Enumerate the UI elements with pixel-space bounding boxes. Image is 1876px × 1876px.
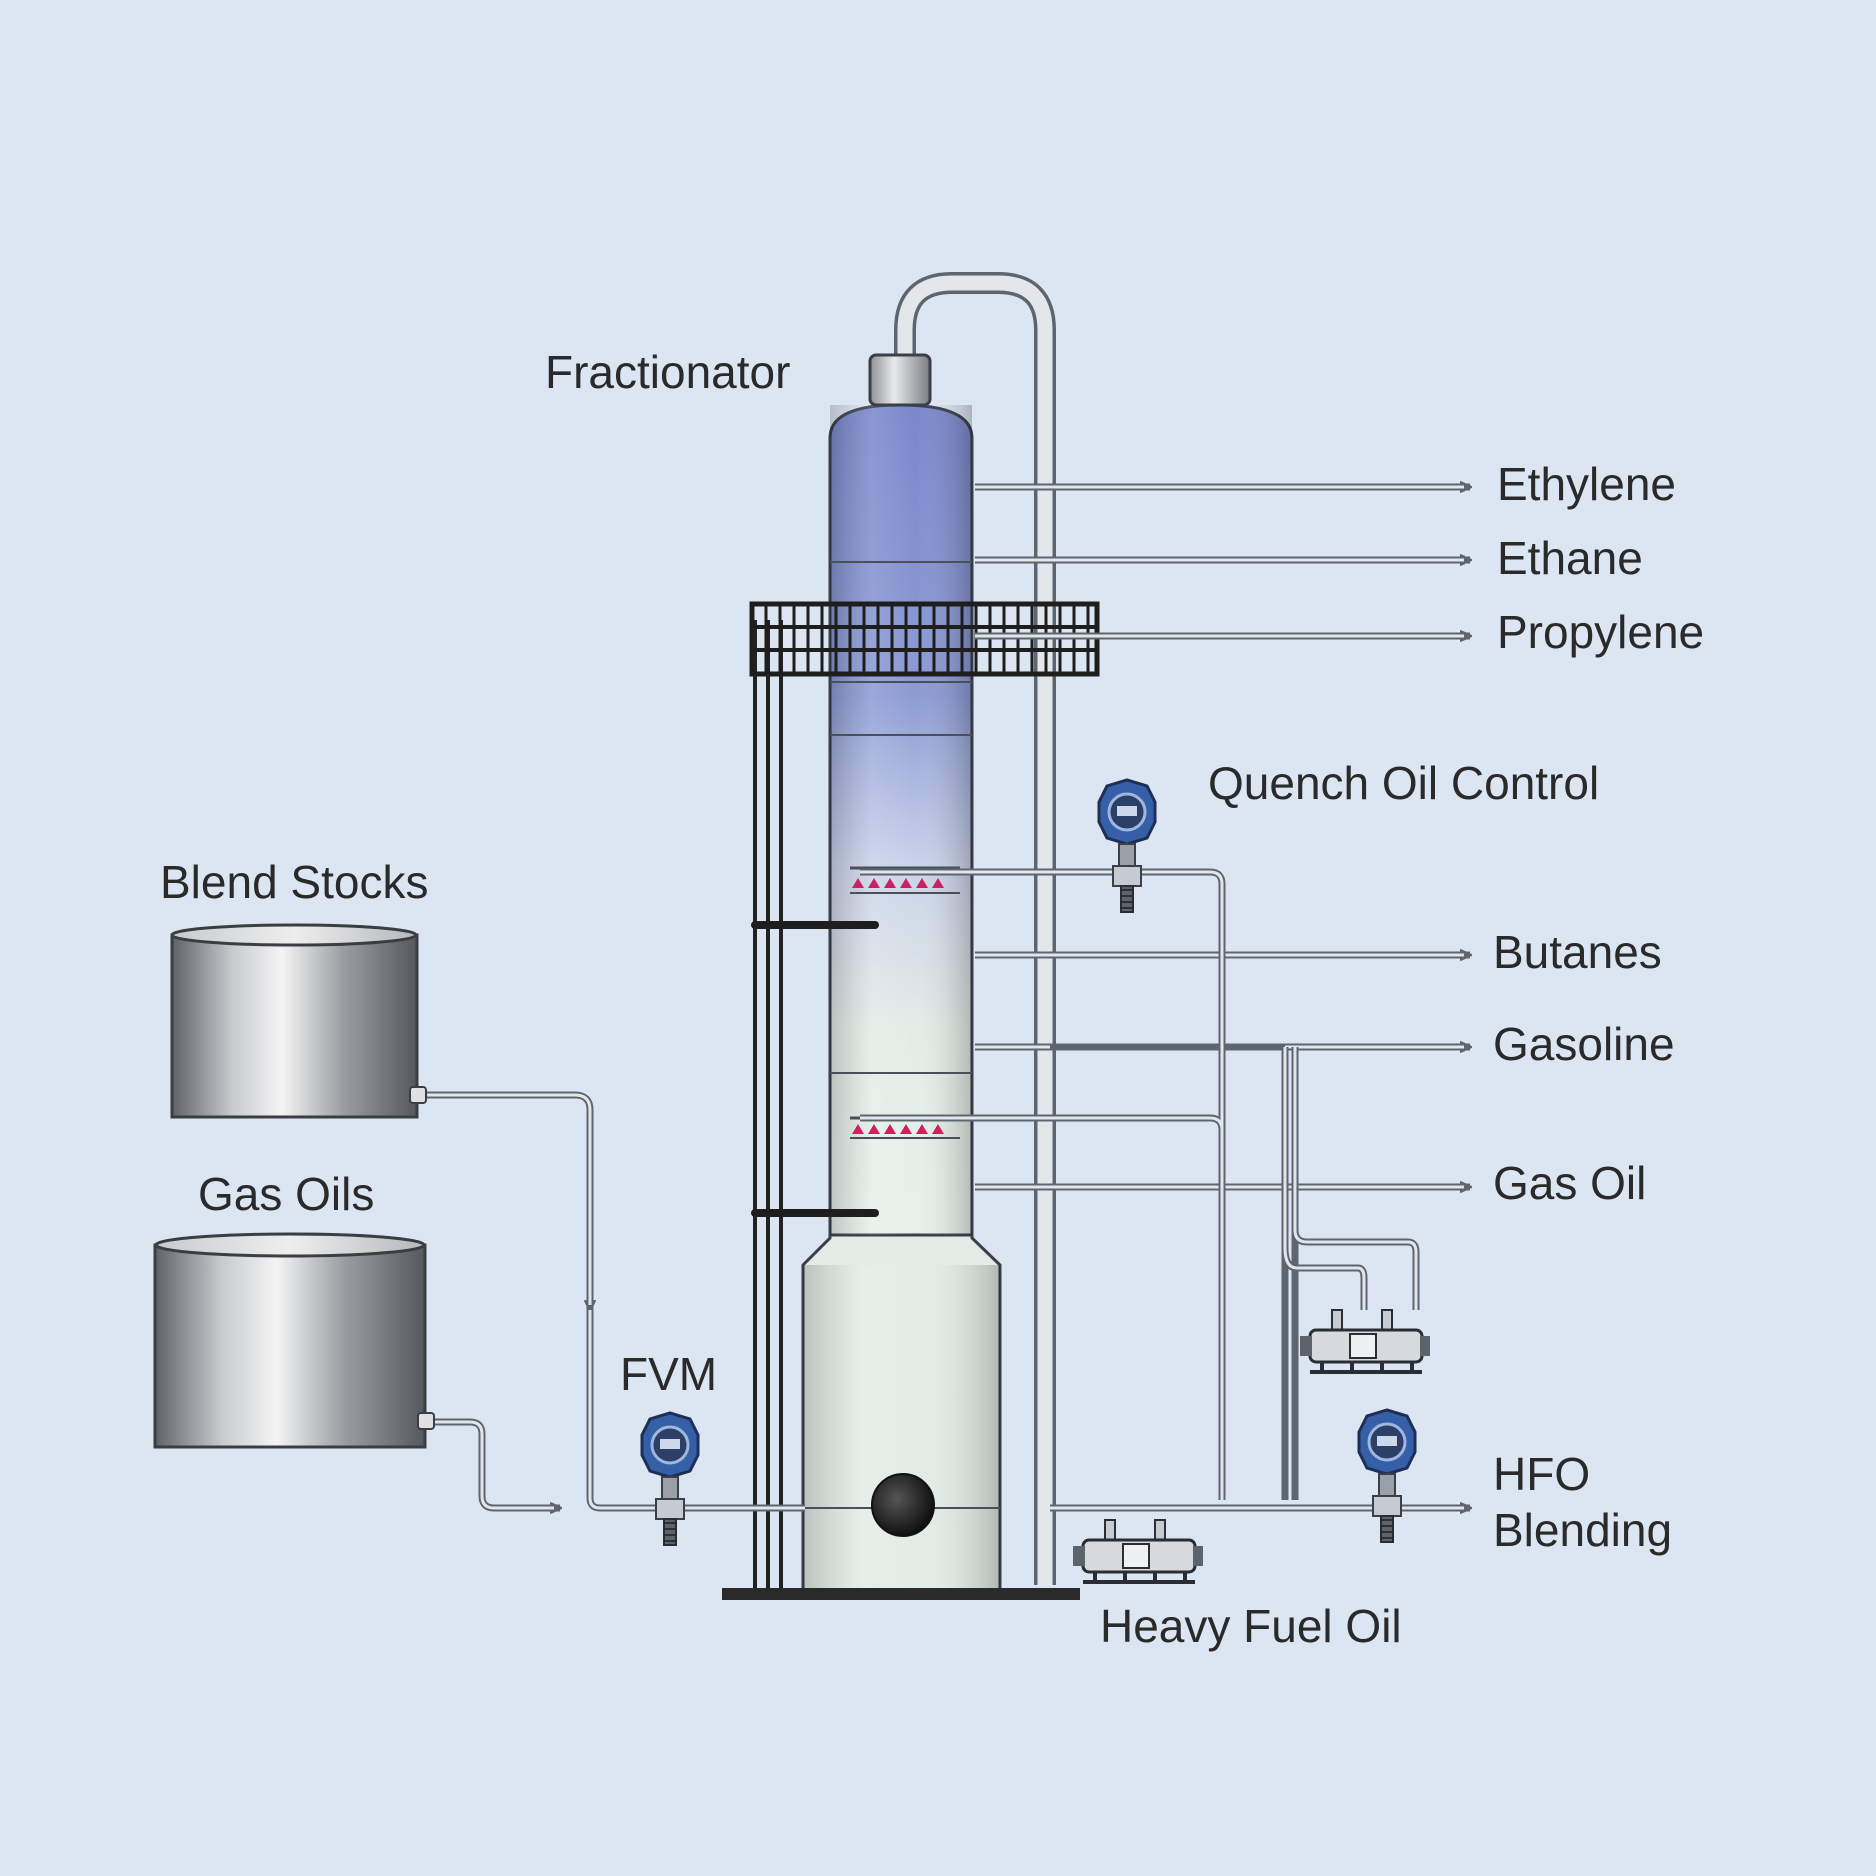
spray-nozzle-icon (852, 1124, 864, 1134)
spray-nozzle-icon (884, 878, 896, 888)
gasoline-flowmeter-icon[interactable] (1300, 1309, 1430, 1374)
overhead-pipe (894, 272, 1056, 1585)
gas-oils-tank (153, 1232, 435, 1449)
quench-oil-control-label: Quench Oil Control (1208, 757, 1599, 809)
blend-stocks-label: Blend Stocks (160, 856, 428, 908)
ethylene-label: Ethylene (1497, 458, 1676, 510)
hfo-transmitter-icon[interactable] (1357, 1408, 1417, 1543)
support-structure (753, 620, 783, 1590)
spray-nozzle-icon (900, 1124, 912, 1134)
gasoline-label: Gasoline (1493, 1018, 1675, 1070)
gas-oils-label: Gas Oils (198, 1168, 374, 1220)
quench-transmitter-icon[interactable] (1097, 778, 1157, 913)
blending-label: Blending (1493, 1504, 1672, 1556)
hfo-label: HFO (1493, 1448, 1590, 1500)
quench-spray-upper (850, 866, 960, 894)
ethane-label: Ethane (1497, 532, 1643, 584)
butanes-label: Butanes (1493, 926, 1662, 978)
spray-nozzle-icon (932, 1124, 944, 1134)
feed-piping (420, 1091, 805, 1508)
spray-nozzle-icon (852, 878, 864, 888)
spray-nozzle-icon (868, 1124, 880, 1134)
blend-stocks-tank (170, 923, 427, 1119)
spray-nozzle-icon (916, 1124, 928, 1134)
spray-nozzle-icon (900, 878, 912, 888)
fvm-transmitter-icon[interactable] (640, 1411, 700, 1546)
heavy-fuel-oil-label: Heavy Fuel Oil (1100, 1600, 1402, 1652)
fvm-label: FVM (620, 1348, 717, 1400)
platform-grating (749, 601, 1100, 677)
gas-oil-label: Gas Oil (1493, 1157, 1646, 1209)
spray-nozzle-icon (884, 1124, 896, 1134)
spray-nozzle-icon (916, 878, 928, 888)
propylene-label: Propylene (1497, 606, 1704, 658)
fractionator-label: Fractionator (545, 346, 790, 398)
fractionator-column (722, 353, 1080, 1600)
hfo-flowmeter-icon[interactable] (1073, 1519, 1203, 1584)
spray-nozzle-icon (868, 878, 880, 888)
internal-feed-bars (751, 921, 879, 1217)
spray-nozzle-icon (932, 878, 944, 888)
